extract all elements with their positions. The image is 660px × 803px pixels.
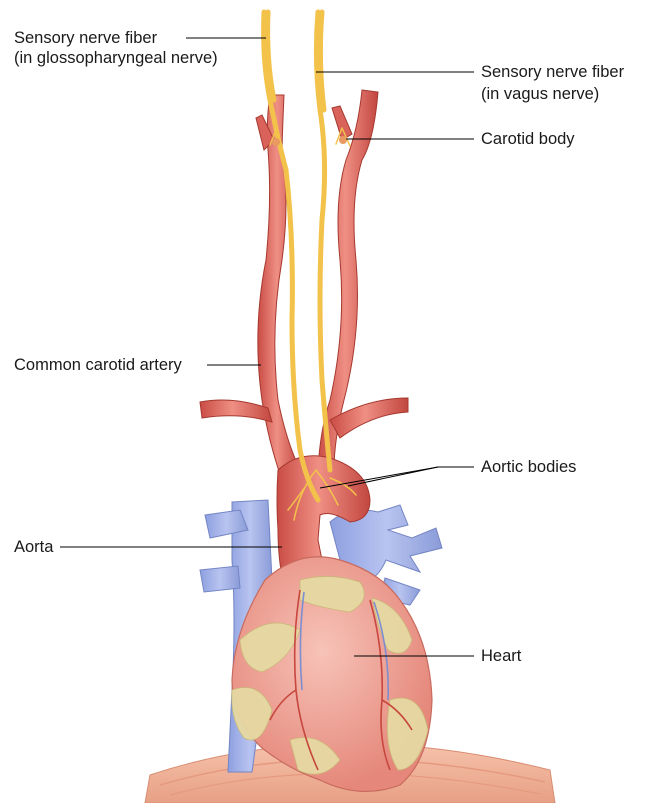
label-aorta: Aorta: [14, 537, 53, 557]
label-glosso-line1: Sensory nerve fiber: [14, 28, 157, 48]
left-subclavian-artery: [200, 400, 272, 422]
label-vagus-line1: Sensory nerve fiber: [481, 62, 624, 82]
leader-aortic-2: [348, 467, 438, 486]
label-vagus-line2: (in vagus nerve): [481, 84, 599, 104]
label-glosso-line2: (in glossopharyngeal nerve): [14, 48, 218, 68]
left-carotid-body: [272, 138, 280, 146]
right-carotid-body: [339, 136, 347, 144]
label-carotid-body: Carotid body: [481, 129, 575, 149]
label-common-carotid-artery: Common carotid artery: [14, 355, 182, 375]
label-heart: Heart: [481, 646, 521, 666]
label-aortic-bodies: Aortic bodies: [481, 457, 576, 477]
